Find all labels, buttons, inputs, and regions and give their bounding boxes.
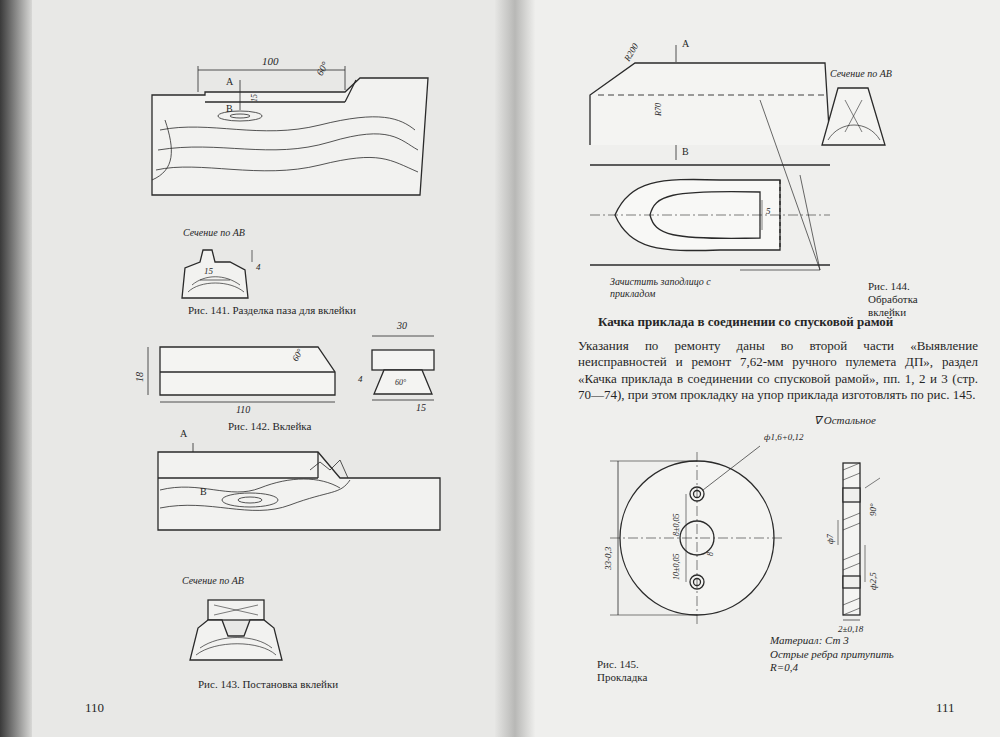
dimension-label: ф7 [826, 534, 836, 544]
page-number: 110 [85, 700, 104, 716]
dimension-label: 30 [397, 320, 407, 332]
dimension-label: 2±0,18 [838, 624, 863, 635]
dimension-label: R200 [622, 42, 641, 64]
section-label: Сечение по АВ [830, 68, 892, 80]
dimension-label: 90° [868, 503, 879, 516]
figure-caption: Рис. 141. Разделка паза для вклейки [188, 304, 356, 317]
dimension-label: 15 [204, 266, 213, 277]
dimension-label: 33-0,3 [603, 547, 614, 570]
dimension-label: 60° [290, 347, 306, 363]
dimension-label: В [682, 146, 689, 158]
body-paragraph: Указания по ремонту даны во второй части… [578, 338, 978, 403]
dimension-label: А [682, 38, 689, 50]
dimension-label: 4 [256, 262, 261, 273]
dimension-label: 18 [134, 372, 146, 382]
dimension-label: 5 [766, 206, 771, 217]
material-note: Материал: Ст 3 [770, 634, 849, 647]
dimension-label: 15 [416, 402, 426, 414]
note-text: Зачистить заподлицо с прикладом [610, 276, 735, 300]
dimension-label: ф1,6+0,12 [764, 432, 803, 443]
page-number: 111 [936, 700, 955, 716]
dimension-label: 100 [262, 55, 279, 68]
dimension-label: 15 [250, 94, 260, 102]
dimension-label: 110 [236, 404, 250, 416]
dimension-label: А [180, 428, 187, 440]
figure-caption: Рис. 142. Вклейка [228, 420, 311, 433]
dimension-label: В [200, 486, 207, 498]
dimension-label: 8 [706, 552, 716, 556]
section-label: Сечение по АВ [182, 575, 244, 587]
dimension-label: 8±0,05 [672, 514, 682, 536]
section-heading: Качка приклада в соединении со спусковой… [598, 314, 893, 330]
section-label: Сечение по АВ [183, 227, 245, 239]
dimension-label: 60° [314, 60, 331, 78]
figure-caption: Рис. 145. Прокладка [597, 658, 659, 684]
figure-caption: Рис. 143. Постановка вклейки [198, 678, 338, 691]
dimension-label: ф2,5 [868, 572, 879, 590]
dimension-label: 10±0,05 [672, 554, 682, 580]
dimension-label: А [226, 76, 233, 88]
dimension-label: В [226, 103, 233, 115]
material-note: Острые ребра притупить R=0,4 [770, 648, 920, 674]
surface-finish-note: ∇ Остальное [814, 414, 876, 427]
dimension-label: R70 [654, 103, 664, 116]
dimension-label: 60° [395, 378, 406, 388]
dimension-label: 4 [358, 374, 363, 385]
figure-caption: Рис. 144. Обработка вклейки [868, 280, 948, 320]
